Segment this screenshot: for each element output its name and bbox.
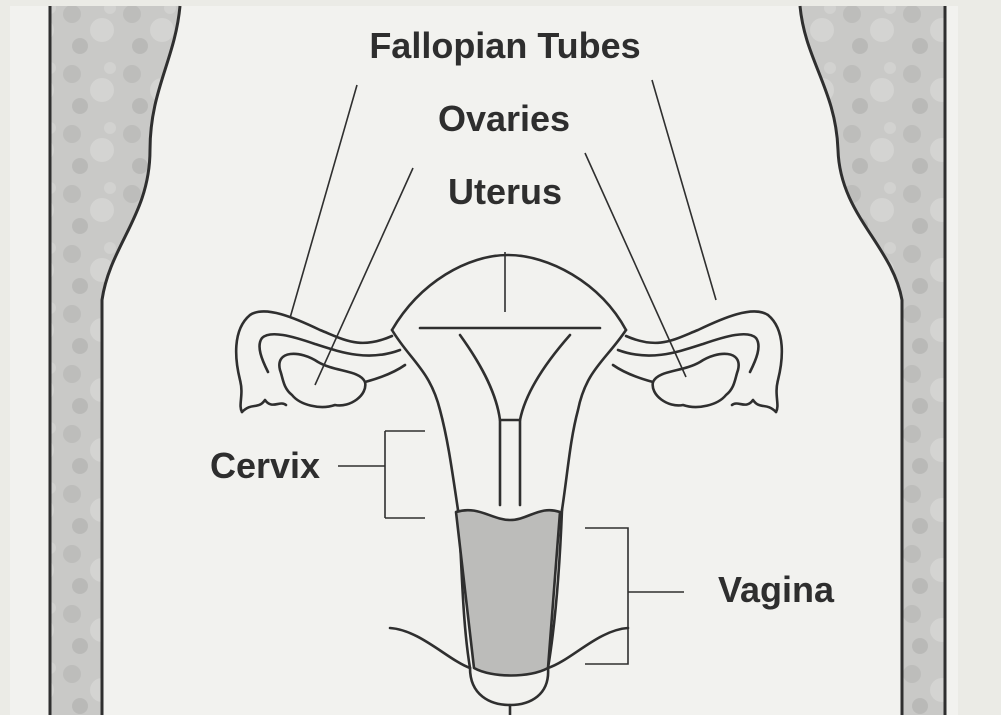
cervix-label: Cervix [210,445,320,486]
ovaries-label: Ovaries [438,98,570,139]
vagina-label: Vagina [718,569,835,610]
fallopian-tubes-label: Fallopian Tubes [369,25,640,66]
vaginal-canal [456,510,560,675]
uterus-label: Uterus [448,171,562,212]
